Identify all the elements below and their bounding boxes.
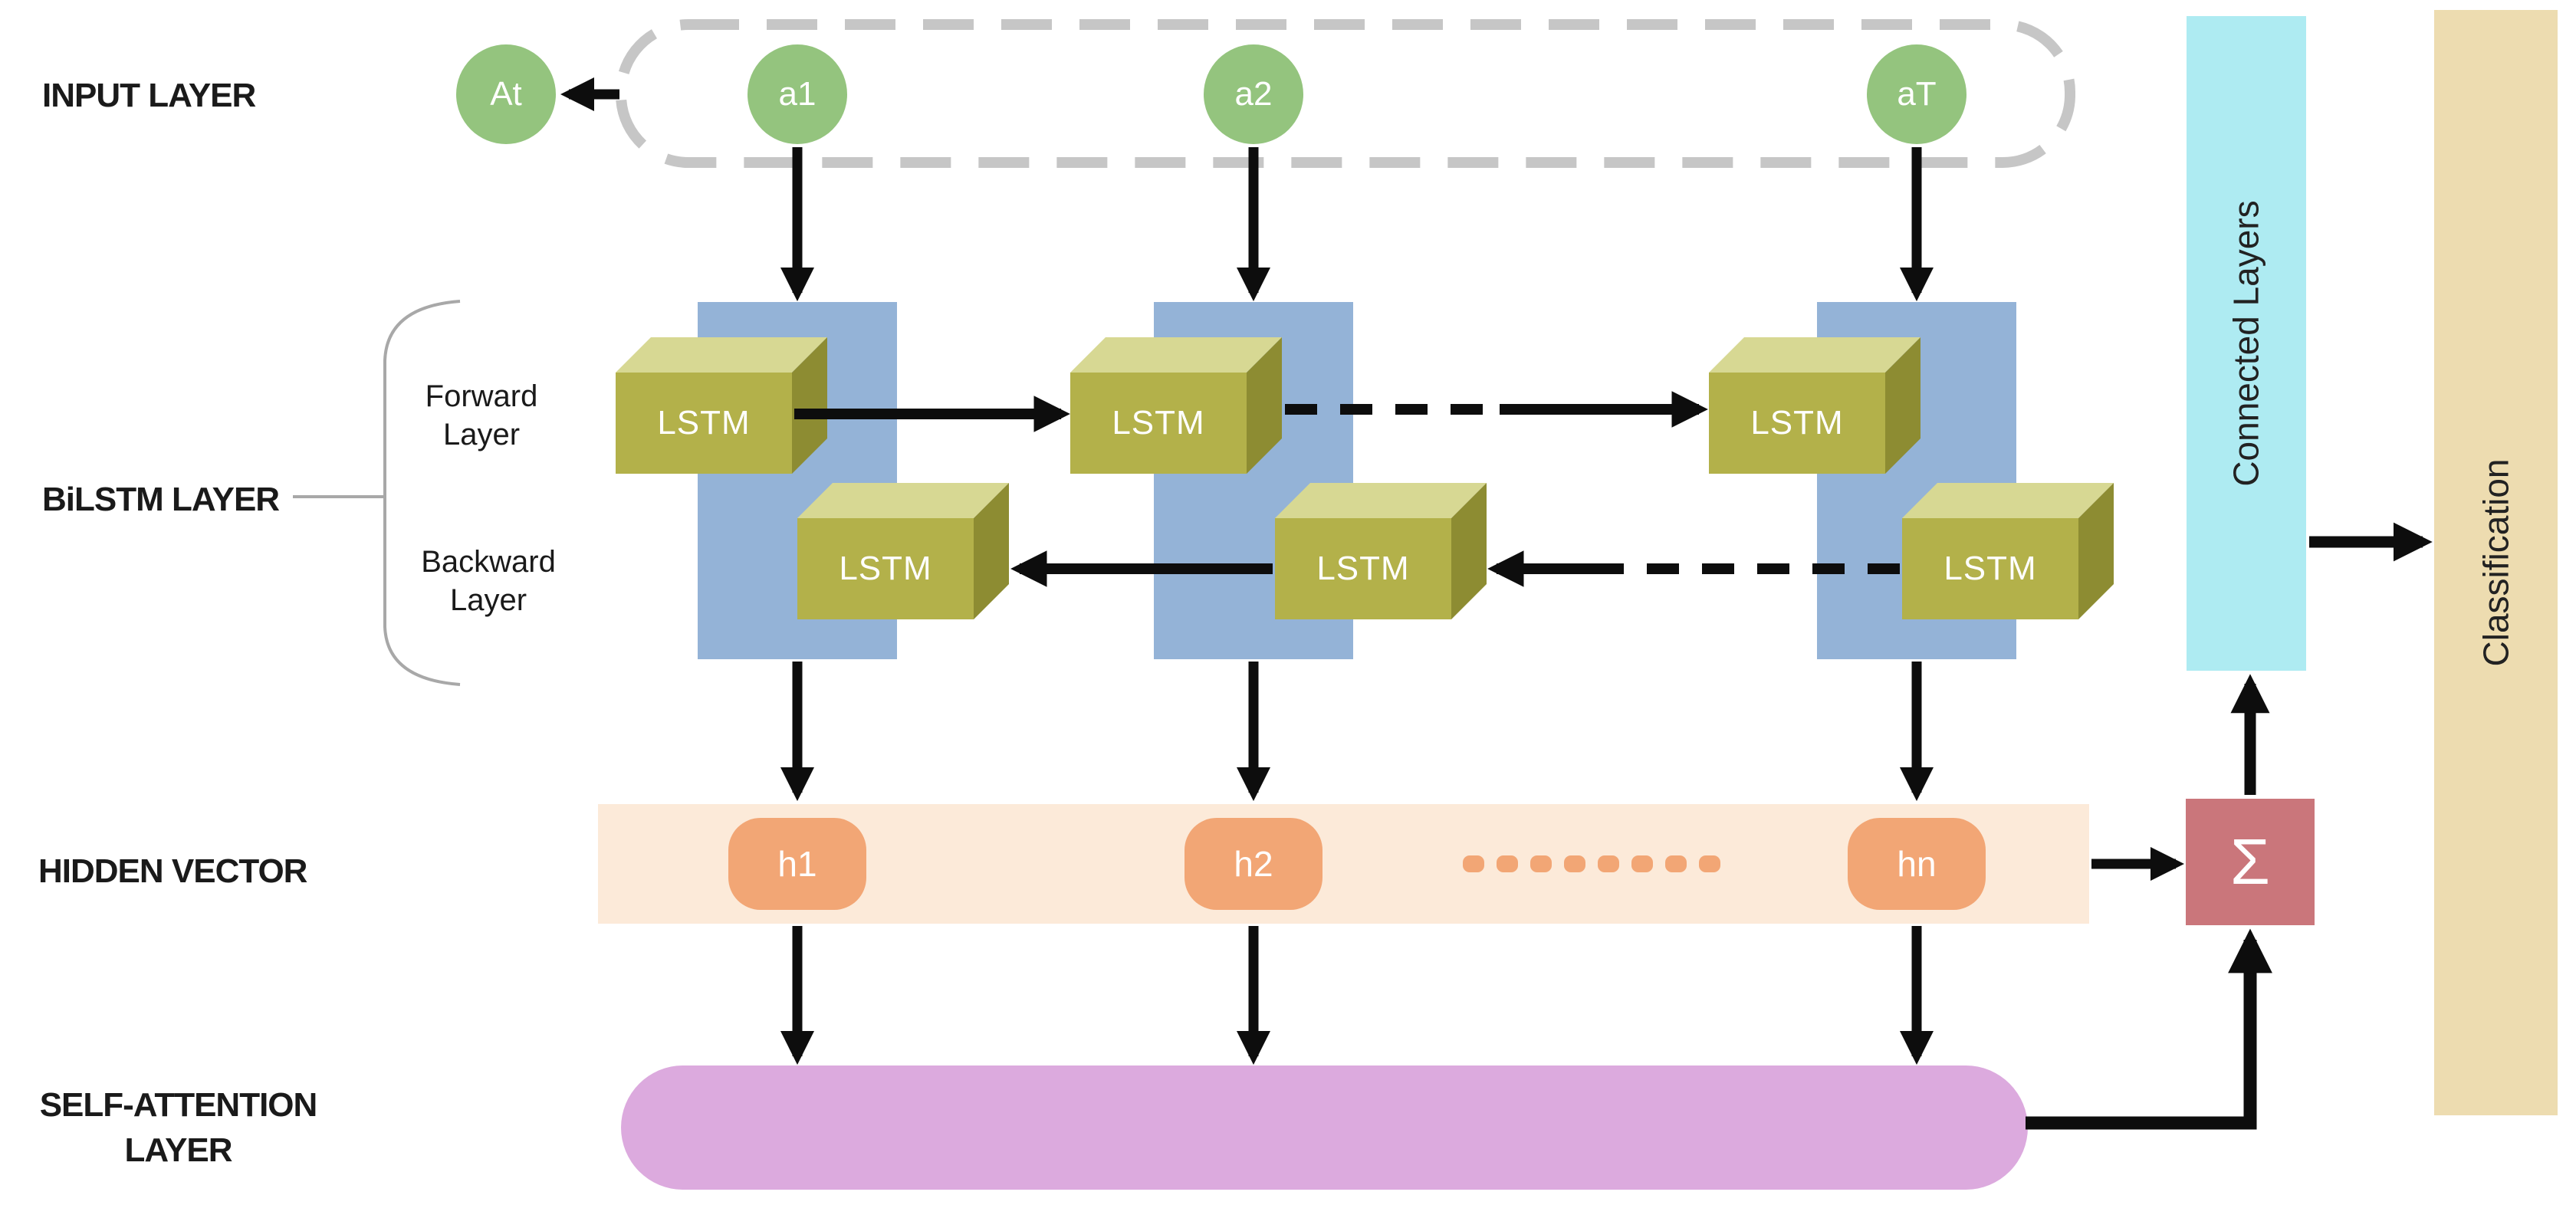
backward-layer-label: Backward Layer — [421, 545, 556, 617]
lstm-cube-front-face: LSTM — [1275, 518, 1451, 619]
lstm-cube-backward-3: LSTM — [1902, 483, 2114, 619]
lstm-cube-forward-3: LSTM — [1709, 337, 1921, 474]
sum-symbol: Σ — [2230, 826, 2270, 898]
arrow-attention-to-sum — [2026, 928, 2272, 1130]
lstm-cube-front-face: LSTM — [616, 373, 792, 474]
input-node-a1: a1 — [748, 44, 847, 144]
hidden-node-hn: hn — [1848, 818, 1986, 910]
lstm-cube-front-face: LSTM — [797, 518, 974, 619]
input-layer-label: INPUT LAYER — [42, 77, 256, 114]
lstm-text: LSTM — [1750, 404, 1844, 442]
sum-aggregator-box: Σ — [2186, 799, 2315, 925]
lstm-cube-forward-1: LSTM — [616, 337, 827, 474]
hidden-node-h2: h2 — [1184, 818, 1322, 910]
lstm-cube-front-face: LSTM — [1709, 373, 1885, 474]
lstm-text: LSTM — [1112, 404, 1205, 442]
self-attention-layer-label: SELF-ATTENTION LAYER — [39, 1086, 318, 1170]
hidden-node-hn-text: hn — [1897, 844, 1937, 884]
input-node-at-text: At — [490, 75, 522, 113]
lstm-cube-front-face: LSTM — [1902, 518, 2078, 619]
lstm-text: LSTM — [1944, 550, 2037, 587]
hidden-node-h2-text: h2 — [1234, 844, 1273, 884]
input-node-at-last-text: aT — [1897, 75, 1937, 113]
lstm-text: LSTM — [657, 404, 751, 442]
hidden-vector-label: HIDDEN VECTOR — [38, 852, 307, 890]
connected-layers-bar: Connected Layers — [2187, 16, 2306, 671]
classification-bar: Classification — [2434, 10, 2558, 1115]
hidden-node-h1: h1 — [728, 818, 866, 910]
hidden-node-h1-text: h1 — [777, 844, 817, 884]
lstm-text: LSTM — [839, 550, 932, 587]
self-attention-blob — [621, 1065, 2028, 1190]
input-node-a1-text: a1 — [778, 75, 816, 113]
input-node-a2-text: a2 — [1234, 75, 1273, 113]
bilstm-brace — [383, 300, 461, 686]
lstm-cube-backward-2: LSTM — [1275, 483, 1487, 619]
lstm-cube-front-face: LSTM — [1070, 373, 1247, 474]
input-node-at-last: aT — [1867, 44, 1967, 144]
input-sequence-dashed-boundary — [616, 19, 2075, 168]
input-node-at: At — [456, 44, 556, 144]
lstm-text: LSTM — [1316, 550, 1410, 587]
hidden-ellipsis-dots — [1463, 855, 1720, 872]
input-node-a2: a2 — [1204, 44, 1303, 144]
lstm-cube-forward-2: LSTM — [1070, 337, 1282, 474]
forward-layer-label: Forward Layer — [425, 379, 538, 451]
lstm-cube-backward-1: LSTM — [797, 483, 1009, 619]
bilstm-layer-label: BiLSTM LAYER — [42, 481, 280, 518]
